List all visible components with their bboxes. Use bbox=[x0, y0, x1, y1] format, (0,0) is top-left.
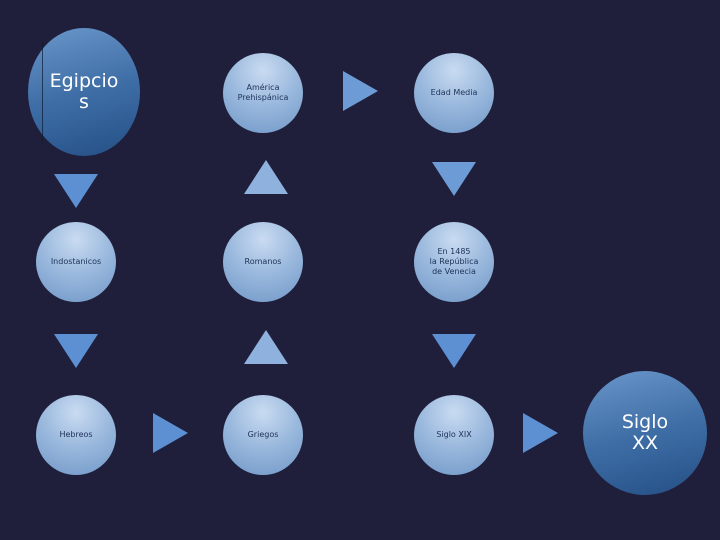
node-egipcios: Egipcio s bbox=[28, 28, 140, 156]
node-america-label: América Prehispánica bbox=[237, 83, 289, 102]
accent-line bbox=[42, 42, 43, 146]
arrow-up-griegos-to-romanos bbox=[244, 330, 288, 364]
node-edad-media-label: Edad Media bbox=[430, 88, 478, 97]
node-indostanicos-label: Indostanicos bbox=[50, 257, 102, 266]
node-america-prehispanica: América Prehispánica bbox=[223, 53, 303, 133]
node-romanos: Romanos bbox=[223, 222, 303, 302]
node-siglo-xix-label: Siglo XIX bbox=[436, 430, 472, 439]
arrow-down-edad-media bbox=[432, 162, 476, 196]
node-venecia: En 1485 la República de Venecia bbox=[414, 222, 494, 302]
arrow-right-xix-to-xx bbox=[523, 413, 558, 453]
arrow-down-egipcios bbox=[54, 174, 98, 208]
node-edad-media: Edad Media bbox=[414, 53, 494, 133]
node-venecia-label: En 1485 la República de Venecia bbox=[429, 247, 479, 276]
arrow-up-romanos-to-america bbox=[244, 160, 288, 194]
arrow-right-america-to-edad bbox=[343, 71, 378, 111]
node-romanos-label: Romanos bbox=[244, 257, 282, 266]
arrow-down-venecia bbox=[432, 334, 476, 368]
node-egipcios-label: Egipcio s bbox=[49, 70, 119, 113]
node-indostanicos: Indostanicos bbox=[36, 222, 116, 302]
arrow-right-hebreos-to-griegos bbox=[153, 413, 188, 453]
node-griegos-label: Griegos bbox=[247, 430, 279, 439]
node-griegos: Griegos bbox=[223, 395, 303, 475]
arrow-down-indostanicos bbox=[54, 334, 98, 368]
node-hebreos: Hebreos bbox=[36, 395, 116, 475]
node-siglo-xx: Siglo XX bbox=[583, 371, 707, 495]
node-siglo-xix: Siglo XIX bbox=[414, 395, 494, 475]
node-siglo-xx-label: Siglo XX bbox=[621, 411, 669, 454]
node-hebreos-label: Hebreos bbox=[59, 430, 93, 439]
